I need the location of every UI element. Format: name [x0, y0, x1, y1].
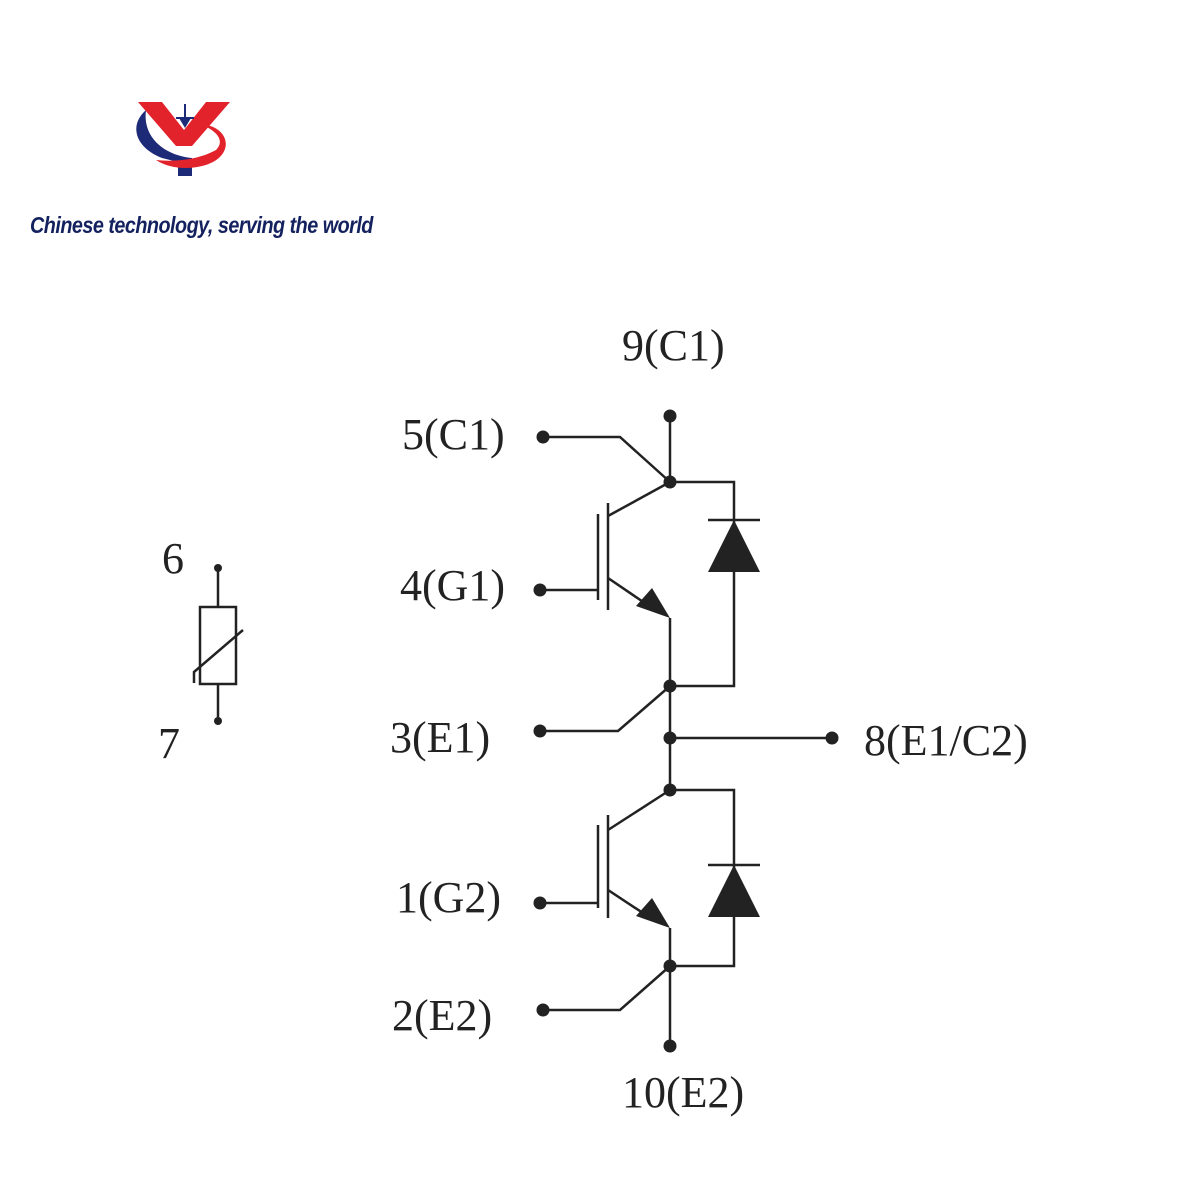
pin-7-label: 7: [158, 719, 180, 768]
pin-3-label: 3(E1): [390, 713, 490, 762]
pin-5-label: 5(C1): [402, 410, 505, 459]
pin-4-label: 4(G1): [400, 561, 505, 610]
pin-2-label: 2(E2): [392, 991, 492, 1040]
pin-10-label: 10(E2): [622, 1068, 744, 1117]
diode2: [708, 863, 760, 917]
schematic-wires: [192, 416, 832, 1046]
igbt2-collector-lead: [607, 788, 671, 832]
diode1: [708, 518, 760, 572]
pin-9-label: 9(C1): [622, 321, 725, 370]
pin-1-label: 1(G2): [396, 873, 501, 922]
pin-6-label: 6: [162, 534, 184, 583]
logo-v-red: [138, 102, 230, 146]
igbt1-collector-lead: [607, 480, 671, 518]
pin-8-label: 8(E1/C2): [864, 716, 1028, 765]
igbt2-emitter-arrow: [636, 898, 670, 928]
brand-tagline: Chinese technology, serving the world: [30, 212, 373, 238]
schematic-nodes: [214, 409, 839, 1053]
logo-swoosh-navy: [136, 110, 192, 176]
igbt1-emitter-arrow: [636, 588, 670, 618]
company-logo: [136, 102, 230, 176]
logo-ring-red: [156, 124, 226, 168]
